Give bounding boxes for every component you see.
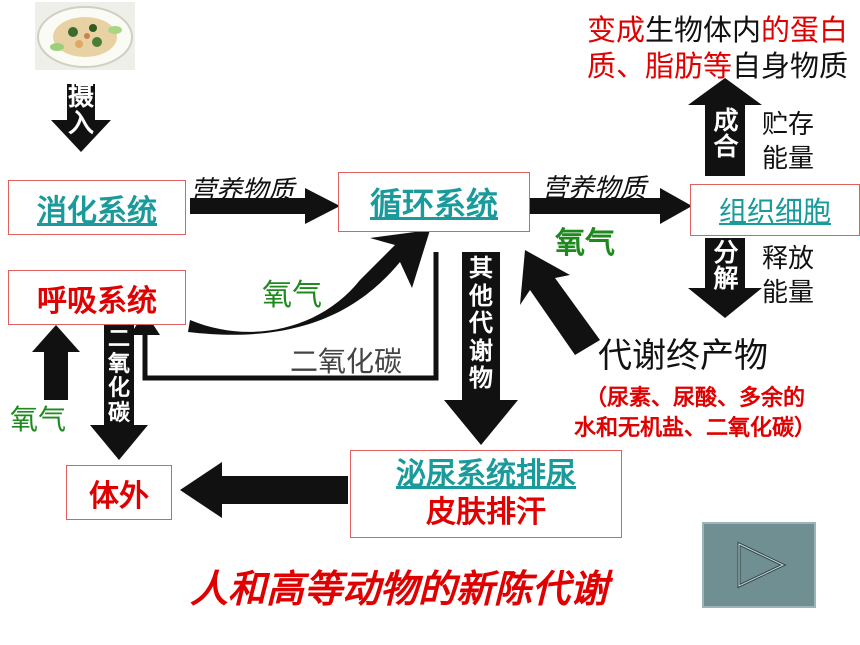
node-outside-label: 体外 xyxy=(89,478,149,514)
arrow-digestive-to-circulatory xyxy=(190,188,340,224)
play-icon xyxy=(737,541,787,589)
diagram-title: 人和高等动物的新陈代谢 xyxy=(190,567,609,611)
node-circulatory-label[interactable]: 循环系统 xyxy=(369,185,498,223)
label-metabolic-detail: （尿素、尿酸、多余的水和无机盐、二氧化碳） xyxy=(573,386,816,441)
synthesis-arrow xyxy=(688,78,762,176)
label-decompose: 分解 xyxy=(713,238,739,294)
label-nutrients-2: 营养物质 xyxy=(542,174,647,204)
label-oxygen-return: 氧气 xyxy=(262,278,322,313)
node-digestive-label[interactable]: 消化系统 xyxy=(37,193,157,229)
node-urinary-label[interactable]: 泌尿系统排尿 xyxy=(396,457,576,492)
label-release-energy: 释放能量 xyxy=(762,244,815,308)
node-outside: 体外 xyxy=(66,465,172,520)
label-oxygen-in: 氧气 xyxy=(10,403,67,436)
label-store-energy: 贮存能量 xyxy=(762,110,815,174)
oxygen-swoosh-arrow xyxy=(188,230,430,335)
decompose-arrow xyxy=(688,238,762,318)
node-digestive-system[interactable]: 消化系统 xyxy=(8,180,186,235)
label-metabolic-end: 代谢终产物 xyxy=(598,336,768,376)
synthesis-product-note: 变成生物体内的蛋白 质、脂肪等自身物质 xyxy=(586,13,848,83)
node-respiratory-label: 呼吸系统 xyxy=(37,283,157,319)
oxygen-in-arrow xyxy=(32,325,80,400)
other-metabolites-arrow xyxy=(444,252,518,445)
node-respiratory-system: 呼吸系统 xyxy=(8,270,186,325)
node-excretion[interactable]: 泌尿系统排尿 皮肤排汗 xyxy=(350,450,622,538)
arrow-circulatory-to-tissue xyxy=(530,188,692,224)
node-tissue-label[interactable]: 组织细胞 xyxy=(718,195,831,228)
node-tissue-cells[interactable]: 组织细胞 xyxy=(690,184,860,236)
label-co2-return: 二氧化碳 xyxy=(290,345,403,378)
label-co2-out: 二氧化碳 xyxy=(107,327,130,426)
food-plate-image xyxy=(35,2,135,70)
intake-label: 摄入 xyxy=(67,82,94,140)
play-button[interactable] xyxy=(702,522,816,608)
node-circulatory-system[interactable]: 循环系统 xyxy=(338,172,530,232)
co2-return-line xyxy=(142,252,439,381)
label-other-metabolites: 其他代谢物 xyxy=(469,254,493,393)
label-synthesis: 成合 xyxy=(713,106,739,162)
label-nutrients-1: 营养物质 xyxy=(190,176,295,206)
node-skin-label: 皮肤排汗 xyxy=(426,495,546,530)
co2-out-arrow xyxy=(90,325,148,460)
metabolic-end-arrow xyxy=(520,250,600,355)
intake-arrow xyxy=(51,84,111,152)
arrow-urinary-to-outside xyxy=(180,462,348,518)
label-oxygen-tissue: 氧气 xyxy=(555,226,615,261)
